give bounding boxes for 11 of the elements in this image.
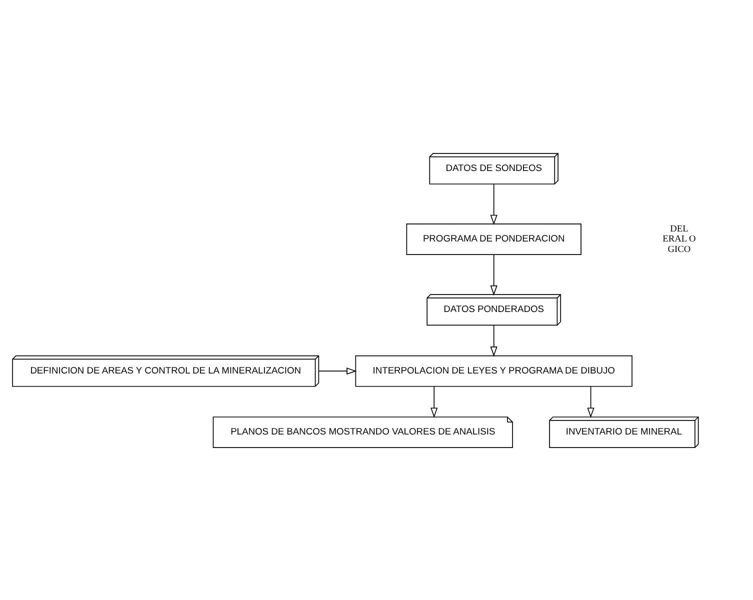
- label: ERAL O: [662, 234, 696, 244]
- arrow: [430, 386, 438, 418]
- node-box: INTERPOLACION DE LEYES Y PROGRAMA DE DIBUJO: [355, 354, 632, 386]
- node-box: PROGRAMA DE PONDERACION: [406, 223, 582, 255]
- label: DEL: [670, 224, 688, 234]
- arrow: [587, 386, 594, 418]
- arrow: [490, 254, 498, 296]
- label: GICO: [668, 244, 691, 254]
- arrow: [490, 324, 498, 356]
- arrow: [318, 367, 357, 374]
- arrow: [490, 183, 498, 225]
